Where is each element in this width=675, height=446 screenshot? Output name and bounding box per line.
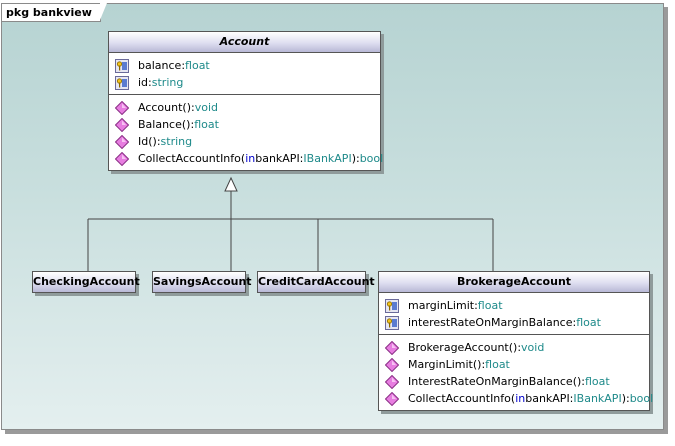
param-name: bankAPI: (255, 152, 304, 165)
class-account-operations: Account():void Balance():float Id():stri… (109, 95, 383, 170)
attribute-type: float (185, 59, 210, 72)
attribute-type: string (151, 76, 184, 89)
attribute-row[interactable]: balance:float (109, 57, 380, 74)
operation-name: Id (138, 135, 149, 148)
class-brokerage-account[interactable]: BrokerageAccount marginLimit:float inter… (378, 271, 653, 411)
operation-return-type: bool (629, 392, 654, 405)
generalization-arrowhead (224, 176, 238, 192)
attribute-row[interactable]: interestRateOnMarginBalance:float (379, 314, 649, 331)
method-diamond-icon (385, 340, 399, 355)
method-diamond-icon (115, 151, 129, 166)
package-label: pkg bankview (2, 3, 107, 22)
operation-row[interactable]: CollectAccountInfo(in bankAPI:IBankAPI):… (379, 390, 653, 407)
operation-name: BrokerageAccount (408, 341, 509, 354)
class-savings-account[interactable]: SavingsAccount (152, 271, 252, 293)
key-field-icon (115, 58, 129, 73)
class-account[interactable]: Account balance:float id:string Account(… (108, 31, 383, 171)
attribute-type: float (576, 316, 601, 329)
operation-signature: () (472, 358, 482, 371)
attribute-name: marginLimit (408, 299, 475, 312)
operation-row[interactable]: CollectAccountInfo(in bankAPI:IBankAPI):… (109, 150, 383, 167)
operation-name: MarginLimit (408, 358, 473, 371)
method-diamond-icon (115, 134, 129, 149)
method-diamond-icon (115, 117, 129, 132)
method-diamond-icon (385, 374, 399, 389)
class-brokerage-attributes: marginLimit:float interestRateOnMarginBa… (379, 293, 649, 335)
attribute-row[interactable]: id:string (109, 74, 380, 91)
attribute-name: id (138, 76, 149, 89)
method-diamond-icon (115, 100, 129, 115)
operation-name: Balance (138, 118, 182, 131)
attribute-name: interestRateOnMarginBalance (408, 316, 573, 329)
operation-row[interactable]: Id():string (109, 133, 380, 150)
operation-row[interactable]: Account():void (109, 99, 380, 116)
param-type: IBankAPI (573, 392, 622, 405)
param-direction-keyword: in (515, 392, 526, 405)
key-field-icon (115, 75, 129, 90)
method-diamond-icon (385, 391, 399, 406)
operation-signature: () (508, 341, 518, 354)
param-name: bankAPI: (525, 392, 574, 405)
key-field-icon (385, 315, 399, 330)
param-type: IBankAPI (303, 152, 352, 165)
operation-signature: () (181, 118, 191, 131)
operation-return-type: bool (359, 152, 384, 165)
attribute-row[interactable]: marginLimit:float (379, 297, 649, 314)
operation-signature: () (182, 101, 192, 114)
operation-return-type: float (485, 358, 510, 371)
method-diamond-icon (385, 357, 399, 372)
operation-name: CollectAccountInfo (408, 392, 511, 405)
operation-name: InterestRateOnMarginBalance (408, 375, 573, 388)
param-direction-keyword: in (245, 152, 256, 165)
operation-name: CollectAccountInfo (138, 152, 241, 165)
operation-row[interactable]: MarginLimit():float (379, 356, 649, 373)
operation-row[interactable]: Balance():float (109, 116, 380, 133)
attribute-name: balance (138, 59, 182, 72)
class-credit-card-account[interactable]: CreditCardAccount (257, 271, 375, 293)
attribute-type: float (477, 299, 503, 312)
class-brokerage-account-name: BrokerageAccount (379, 272, 649, 293)
operation-signature: () (148, 135, 157, 148)
operation-signature-open: ( (240, 152, 246, 165)
operation-name: Account (138, 101, 183, 114)
operation-signature-open: ( (510, 392, 516, 405)
class-account-attributes: balance:float id:string (109, 53, 380, 95)
key-field-icon (385, 298, 399, 313)
operation-return-type: float (194, 118, 219, 131)
class-checking-account[interactable]: CheckingAccount (32, 271, 140, 293)
class-account-name: Account (109, 32, 380, 53)
operation-return-type: void (194, 101, 219, 114)
operation-row[interactable]: BrokerageAccount():void (379, 339, 649, 356)
operation-return-type: void (521, 341, 545, 354)
operation-signature-close: ): (621, 392, 630, 405)
operation-signature: () (572, 375, 582, 388)
operation-return-type: string (160, 135, 193, 148)
class-brokerage-operations: BrokerageAccount():void MarginLimit():fl… (379, 335, 653, 410)
operation-return-type: float (585, 375, 610, 388)
operation-row[interactable]: InterestRateOnMarginBalance():float (379, 373, 649, 390)
operation-signature-close: ): (351, 152, 360, 165)
